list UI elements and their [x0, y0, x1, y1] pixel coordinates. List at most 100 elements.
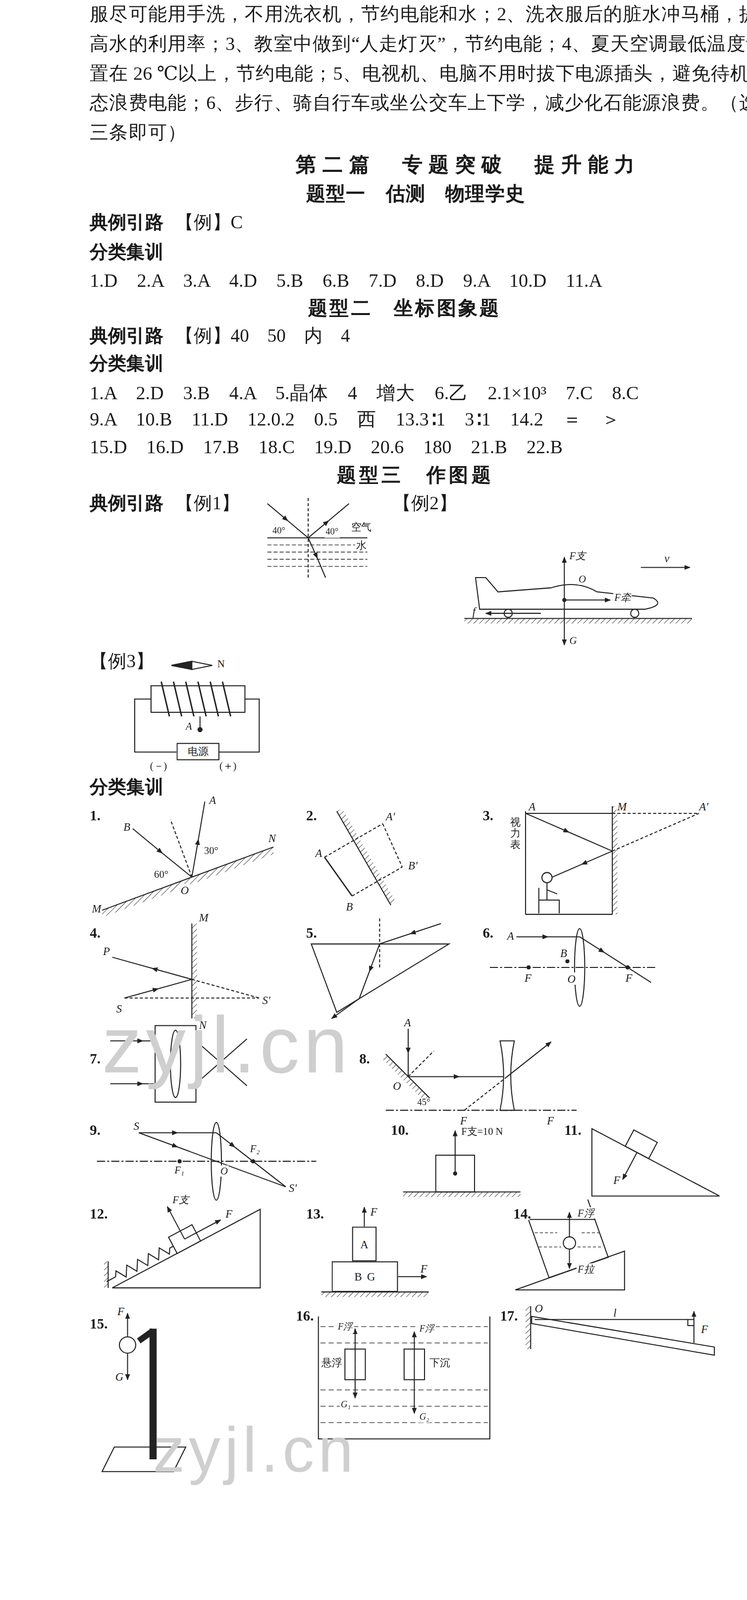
- figure-9-image-formation-part: [251, 1159, 255, 1163]
- figure-8-mirror-concave-lens-part: [507, 1041, 552, 1077]
- figure-10-support-force-part: [454, 1130, 456, 1174]
- figure-10-support-force-part: [453, 1172, 457, 1175]
- watermark: zyjl.cn: [153, 1418, 358, 1483]
- figure-label: l: [612, 1306, 618, 1319]
- figure-14-buoyancy-tilted-part: [529, 1219, 595, 1221]
- answer-text: 【例3】: [89, 650, 155, 673]
- figure-14-buoyancy-tilted: [515, 1199, 625, 1290]
- figure-label: 空气: [350, 521, 373, 534]
- figure-label: O: [566, 972, 577, 985]
- figure-3-eye-chart-part: [552, 864, 583, 878]
- figure-15-hanging-ball-part: [126, 1353, 128, 1381]
- figure-11-incline-pressure-part: [622, 1152, 638, 1180]
- figure-label: F: [116, 1305, 126, 1318]
- figure-8-mirror-concave-lens-part: [459, 1075, 508, 1077]
- figure-1-reflection-part: [102, 847, 274, 918]
- figure-label: G₂: [418, 1412, 431, 1423]
- vertical-label: 视力表: [509, 816, 522, 851]
- example-3-solenoid-part: [219, 698, 260, 752]
- figure-4-plane-mirror-part: [191, 923, 197, 1019]
- figure-12-spring-block: [89, 1187, 226, 1289]
- example-2-airplane: [464, 557, 692, 645]
- text-box: 电源: [176, 743, 220, 761]
- figure-2-mirror-image: [324, 808, 403, 906]
- item-number: 14.: [513, 1206, 532, 1223]
- figure-16-float-sink-part: [413, 1364, 415, 1414]
- figure-label: A: [506, 929, 516, 943]
- figure-label: B′: [407, 859, 419, 872]
- figure-6-convex-lens-part: [579, 936, 604, 953]
- example-3-solenoid-part: [134, 698, 177, 752]
- figure-11-incline-pressure-part: [625, 1129, 658, 1159]
- heading-text: 典例引路: [89, 212, 163, 234]
- answer-text: 1.D 2.A 3.A 4.D 5.B 6.B 7.D 8.D 9.A 10.D…: [89, 270, 603, 293]
- figure-1-reflection: [102, 801, 274, 918]
- figure-8-mirror-concave-lens-part: [407, 1028, 409, 1054]
- figure-label: G: [114, 1370, 125, 1384]
- item-number: 13.: [306, 1206, 324, 1223]
- paragraph-line: 服尽可能用手洗，不用洗衣机，节约电能和水；2、洗衣服后的脏水冲马桶，提: [89, 3, 746, 26]
- heading-text: 题型三 作图题: [336, 464, 494, 487]
- figure-label: A′: [384, 810, 397, 823]
- example-1-refraction-part: [267, 544, 368, 567]
- figure-12-spring-incline-part: [104, 1261, 108, 1288]
- figure-label: F: [224, 1207, 234, 1220]
- figure-17-lever-part: [525, 1306, 531, 1350]
- figure-3-eye-chart-part: [525, 811, 527, 915]
- item-number: 12.: [89, 1206, 108, 1223]
- figure-6-convex-lens-part: [489, 966, 656, 968]
- box-text: 电源: [187, 746, 209, 758]
- figure-3-eye-chart-part: [612, 813, 699, 852]
- figure-label: 40°: [271, 526, 287, 537]
- figure-14-buoyancy-tilted-part: [528, 1199, 609, 1279]
- figure-label: A: [314, 847, 324, 860]
- figure-17-lever-part: [693, 1311, 695, 1343]
- figure-12-spring-block-part: [167, 1206, 185, 1240]
- example-3-solenoid-part: [198, 727, 203, 732]
- answer-text: 【例1】: [175, 492, 240, 515]
- figure-3-eye-chart-part: [541, 872, 553, 883]
- figure-1-reflection-part: [102, 847, 274, 911]
- figure-4-plane-mirror: [112, 923, 260, 1019]
- figure-14-buoyancy-tilted-part: [563, 1236, 576, 1250]
- figure-label: (－): [149, 760, 168, 772]
- figure-13-stacked-blocks: [321, 1207, 429, 1297]
- figure-label: 下沉: [428, 1357, 451, 1369]
- box-text: A: [360, 1237, 369, 1251]
- figure-1-reflection-part: [191, 839, 199, 877]
- figure-label: F₁: [173, 1164, 186, 1176]
- figure-9-image-formation-part: [138, 1132, 178, 1148]
- figure-label: F: [612, 1173, 622, 1186]
- figure-label: S: [132, 1119, 141, 1132]
- figure-label: A′: [697, 800, 710, 813]
- figure-label: 40°: [324, 527, 340, 538]
- item-number: 17.: [499, 1308, 518, 1325]
- figure-label: F牵: [613, 591, 632, 604]
- example-2-airplane-part: [475, 577, 658, 610]
- figure-17-lever-part: [534, 1319, 694, 1321]
- figure-9-image-formation: [97, 1122, 317, 1201]
- figure-label: O: [391, 1079, 403, 1093]
- figure-12-spring-incline-part: [112, 1209, 261, 1288]
- figure-8-mirror-concave-lens-part: [408, 1075, 460, 1077]
- figure-14-buoyancy-tilted-part: [569, 1249, 571, 1269]
- text-box: A: [352, 1226, 377, 1262]
- figure-4-plane-mirror-part: [191, 979, 260, 999]
- figure-9-image-formation-part: [216, 1132, 235, 1148]
- box-text: G: [367, 1270, 375, 1283]
- figure-6-convex-lens-part: [547, 936, 580, 938]
- figure-label: F: [545, 1114, 555, 1127]
- figure-1-reflection-part: [132, 828, 163, 854]
- figure-5-prism-part: [369, 944, 380, 972]
- example-2-airplane-part: [563, 557, 565, 601]
- answer-text: 9.A 10.B 11.D 12.0.2 0.5 西 13.3∶1 3∶1 14…: [89, 409, 621, 431]
- figure-label: M: [90, 902, 103, 915]
- figure-6-convex-lens-part: [574, 928, 586, 1007]
- heading-text: 典例引路: [89, 492, 163, 515]
- paragraph-line: 高水的利用率；3、教室中做到“人走灯灭”，节约电能；4、夏天空调最低温度设: [89, 33, 746, 56]
- figure-label: F浮: [336, 1322, 354, 1333]
- figure-17-lever-part: [531, 1316, 715, 1356]
- figure-8-mirror-concave-lens-part: [385, 1109, 577, 1111]
- example-1-refraction-part: [317, 558, 326, 578]
